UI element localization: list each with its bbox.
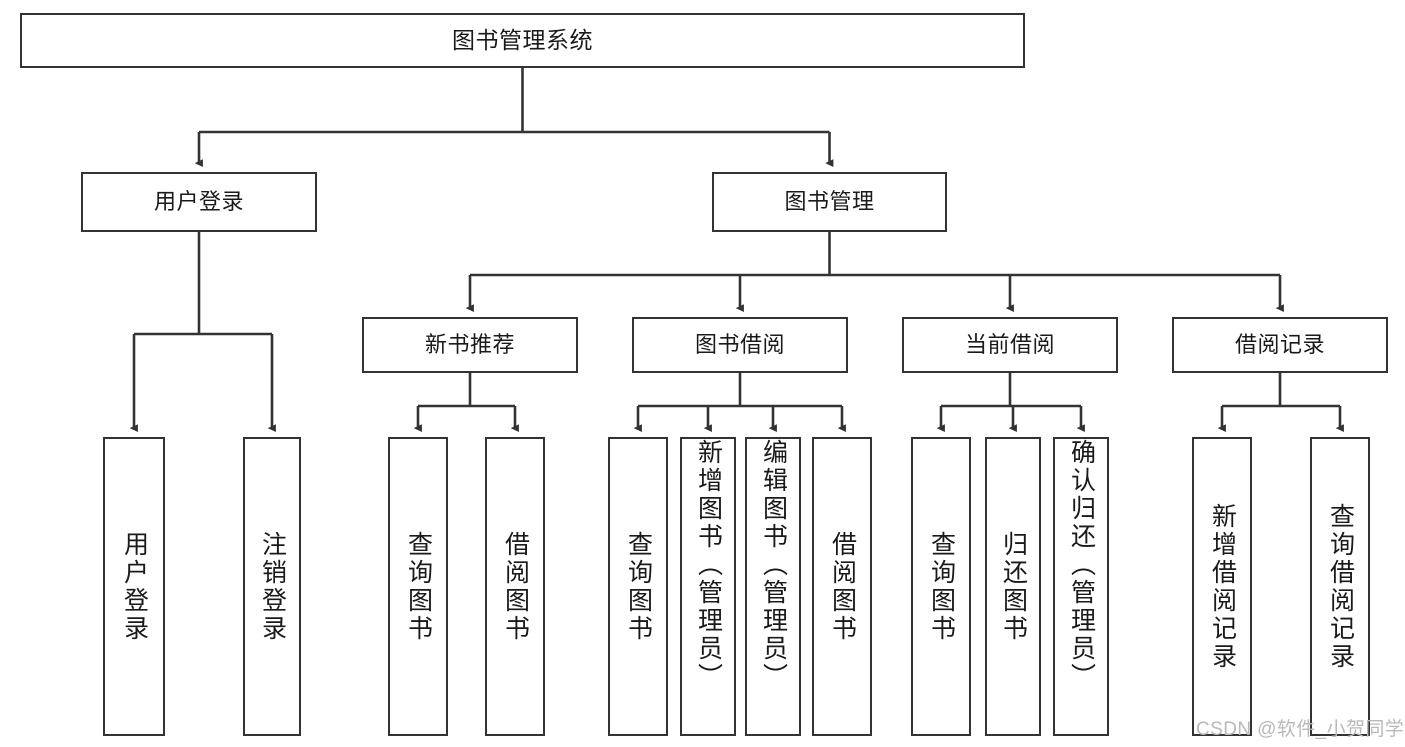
node-label: 注销登录 — [258, 530, 287, 643]
node-label: 借阅图书 — [828, 530, 857, 643]
leaf-add-borrow-record[interactable]: 新增借阅记录 — [1192, 437, 1252, 736]
leaf-logout[interactable]: 注销登录 — [243, 437, 301, 736]
leaf-edit-book-admin[interactable]: 编辑图书（管理员） — [745, 437, 801, 736]
node-user-login[interactable]: 用户登录 — [81, 172, 317, 232]
node-label: 查询借阅记录 — [1326, 502, 1355, 671]
node-label: 归还图书 — [999, 530, 1028, 643]
node-label: 新书推荐 — [424, 331, 515, 357]
leaf-borrow-book-recommendation[interactable]: 借阅图书 — [485, 437, 545, 736]
node-label: 图书借阅 — [694, 331, 785, 357]
node-label: 编辑图书（管理员） — [759, 439, 788, 691]
node-book-management[interactable]: 图书管理 — [712, 172, 947, 232]
leaf-query-borrow-record[interactable]: 查询借阅记录 — [1310, 437, 1370, 736]
node-label: 确认归还（管理员） — [1067, 439, 1096, 691]
node-label: 查询图书 — [404, 530, 433, 643]
node-label: 图书管理 — [784, 188, 875, 214]
leaf-query-book-recommendation[interactable]: 查询图书 — [388, 437, 448, 736]
leaf-query-book-current[interactable]: 查询图书 — [911, 437, 971, 736]
node-label: 查询图书 — [624, 530, 653, 643]
leaf-borrow-book[interactable]: 借阅图书 — [812, 437, 872, 736]
leaf-user-login[interactable]: 用户登录 — [103, 437, 165, 736]
node-label: 借阅记录 — [1234, 331, 1325, 357]
node-label: 借阅图书 — [501, 530, 530, 643]
node-borrowing-records[interactable]: 借阅记录 — [1172, 317, 1388, 373]
leaf-confirm-return-admin[interactable]: 确认归还（管理员） — [1053, 437, 1109, 736]
node-label: 新增图书（管理员） — [694, 439, 723, 691]
node-label: 查询图书 — [927, 530, 956, 643]
leaf-return-book[interactable]: 归还图书 — [985, 437, 1041, 736]
node-label: 用户登录 — [153, 188, 244, 214]
node-current-borrowing[interactable]: 当前借阅 — [902, 317, 1118, 373]
leaf-query-book-borrowing[interactable]: 查询图书 — [608, 437, 668, 736]
node-new-book-recommendation[interactable]: 新书推荐 — [362, 317, 578, 373]
node-label: 当前借阅 — [964, 331, 1055, 357]
leaf-add-book-admin[interactable]: 新增图书（管理员） — [680, 437, 736, 736]
node-book-borrowing[interactable]: 图书借阅 — [632, 317, 848, 373]
node-root-book-management-system[interactable]: 图书管理系统 — [20, 13, 1025, 68]
csdn-watermark: CSDN @软件_小贺同学 — [1196, 719, 1405, 740]
node-label: 图书管理系统 — [452, 26, 593, 53]
node-label: 用户登录 — [120, 530, 149, 643]
node-label: 新增借阅记录 — [1208, 502, 1237, 671]
